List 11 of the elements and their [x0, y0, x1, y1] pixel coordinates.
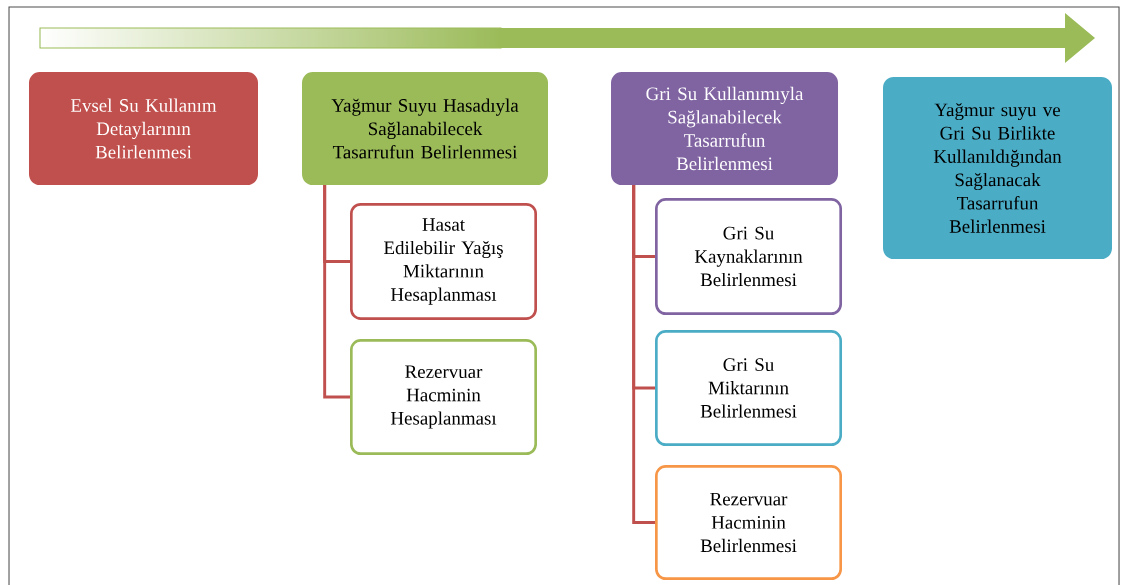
process-box: Gri Su Kullanımıyla Sağlanabilecek Tasarrufun Belirlenmesi [611, 72, 839, 185]
process-box: Yağmur Suyu Hasadıyla Sağlanabilecek Tasarrufun Belirlenmesi [302, 72, 548, 185]
step-box: Gri Su Kaynaklarının Belirlenmesi [655, 198, 843, 315]
process-box: Yağmur suyu ve Gri Su Birlikte Kullanıldığından Sağlanacak Tasarrufun Belirlenmesi [883, 77, 1112, 259]
step-box: Gri Su Miktarının Belirlenmesi [655, 330, 843, 446]
connector-line [323, 185, 350, 399]
connector-line [632, 185, 655, 524]
step-box: Rezervuar Hacminin Belirlenmesi [655, 465, 843, 580]
step-box: Hasat Edilebilir Yağış Miktarının Hesaplanması [350, 203, 537, 320]
step-box: Rezervuar Hacminin Hesaplanması [350, 339, 537, 455]
process-box: Evsel Su Kullanım Detaylarının Belirlenmesi [29, 72, 258, 185]
